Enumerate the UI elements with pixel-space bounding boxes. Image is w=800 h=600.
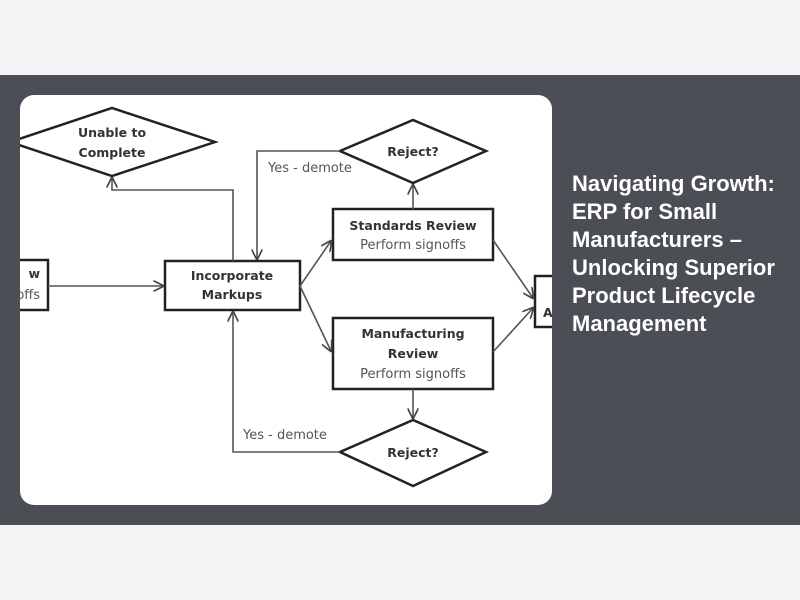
connectors — [48, 150, 533, 453]
manufacturing-sublabel: Perform signoffs — [360, 367, 466, 382]
reject-bottom-diamond — [336, 418, 490, 488]
standards-label: Standards Review — [349, 218, 477, 233]
unable-label: Unable to — [78, 125, 147, 140]
markups-label: Markups — [202, 287, 263, 302]
complete-label: Complete — [79, 145, 146, 160]
left-box-label: w — [28, 266, 40, 281]
article-image: Unable to Complete w offs Incorporate Ma… — [20, 95, 552, 505]
incorporate-box — [163, 259, 302, 312]
manufacturing-label: Manufacturing — [361, 326, 464, 341]
yes-demote-top-label: Yes - demote — [267, 161, 352, 176]
right-box-label: A — [543, 305, 552, 320]
workflow-diagram: Unable to Complete w offs Incorporate Ma… — [20, 106, 552, 488]
reject-bottom-label: Reject? — [387, 445, 439, 460]
left-box-sublabel: offs — [20, 288, 40, 303]
reject-top-diamond — [336, 118, 490, 185]
left-box — [20, 258, 50, 312]
standards-sublabel: Perform signoffs — [360, 238, 466, 253]
manufacturing-review-label: Review — [388, 346, 439, 361]
yes-demote-bottom-label: Yes - demote — [242, 428, 327, 443]
reject-top-label: Reject? — [387, 144, 439, 159]
incorporate-label: Incorporate — [191, 268, 273, 283]
standards-box — [331, 207, 495, 262]
right-box — [533, 274, 552, 329]
article-title[interactable]: Navigating Growth: ERP for Small Manufac… — [572, 171, 775, 336]
unable-diamond — [20, 106, 219, 178]
